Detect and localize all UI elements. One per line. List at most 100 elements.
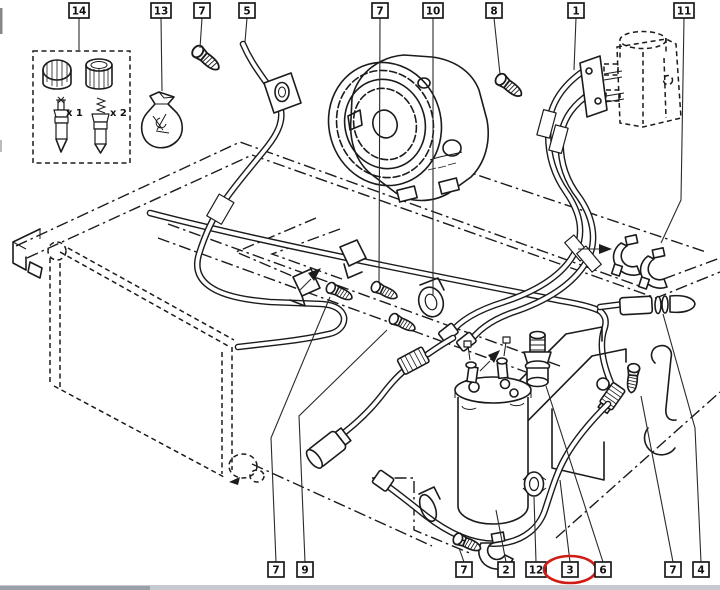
hose-sleeve bbox=[576, 245, 602, 273]
pressure-valve bbox=[523, 330, 552, 388]
callout-8[interactable]: 8 bbox=[485, 2, 503, 75]
callout-box[interactable] bbox=[193, 2, 211, 19]
condenser-bracket bbox=[12, 228, 43, 279]
quantity-label: x 1 bbox=[66, 108, 83, 119]
callout-number: 10 bbox=[426, 6, 441, 18]
callout-box[interactable] bbox=[485, 2, 503, 19]
callout-box[interactable] bbox=[296, 561, 314, 578]
callout-box[interactable] bbox=[371, 2, 389, 19]
callout-box[interactable] bbox=[692, 561, 710, 578]
callout-7[interactable]: 7 bbox=[455, 547, 473, 578]
callout-leader-line bbox=[493, 17, 501, 75]
callout-14[interactable]: 14 bbox=[68, 2, 90, 50]
callout-number: 13 bbox=[154, 6, 169, 18]
pipe-clamp-pair bbox=[578, 234, 668, 290]
pipe-mount-hardware bbox=[289, 239, 445, 336]
liquid-pipe bbox=[146, 209, 696, 415]
service-kit-box: x 1 x 2 bbox=[32, 50, 131, 164]
callout-leader-line bbox=[662, 313, 702, 563]
compressor-pulley bbox=[327, 61, 443, 187]
direction-arrow bbox=[308, 268, 321, 281]
valve-core-icon-x1 bbox=[53, 96, 70, 153]
callout-leader-line bbox=[160, 17, 163, 92]
valve-cap-round-icon bbox=[85, 58, 113, 90]
callout-12[interactable]: 12 bbox=[525, 496, 547, 578]
callout-3[interactable]: 3 bbox=[542, 479, 598, 585]
pipe-end-fitting bbox=[618, 294, 696, 316]
callout-box[interactable] bbox=[150, 2, 172, 19]
callout-2[interactable]: 2 bbox=[495, 509, 515, 578]
callout-5[interactable]: 5 bbox=[238, 2, 256, 43]
callout-7[interactable]: 7 bbox=[267, 296, 331, 578]
valve-core-icon-x2 bbox=[91, 97, 110, 154]
callout-6[interactable]: 6 bbox=[545, 385, 612, 578]
callout-box[interactable] bbox=[561, 561, 579, 578]
callout-13[interactable]: 13 bbox=[150, 2, 172, 92]
callout-leader-line bbox=[640, 395, 674, 563]
callout-number: 7 bbox=[669, 565, 676, 577]
callout-number: 1 bbox=[572, 6, 579, 18]
callout-leader-line bbox=[495, 509, 507, 563]
hose-sleeve bbox=[548, 124, 569, 154]
callout-box[interactable] bbox=[68, 2, 90, 19]
callout-box[interactable] bbox=[238, 2, 256, 19]
condenser-hose bbox=[194, 40, 348, 351]
callout-box[interactable] bbox=[673, 2, 695, 19]
strap-bracket bbox=[624, 344, 677, 456]
callout-leader-line bbox=[270, 296, 331, 563]
expansion-valve-outline bbox=[603, 30, 682, 128]
condenser-outline bbox=[12, 228, 265, 485]
callout-4[interactable]: 4 bbox=[662, 313, 710, 578]
quantity-label: x 2 bbox=[110, 108, 127, 119]
callout-box[interactable] bbox=[525, 561, 547, 578]
callout-box[interactable] bbox=[455, 561, 473, 578]
direction-arrow bbox=[599, 244, 612, 254]
callout-box[interactable] bbox=[267, 561, 285, 578]
hose-flange bbox=[579, 55, 625, 118]
callout-number: 7 bbox=[272, 565, 279, 577]
ring-clamp bbox=[418, 486, 441, 523]
ribbed-coupler bbox=[396, 346, 430, 375]
callout-leader-line bbox=[244, 17, 248, 43]
hose-sleeve bbox=[536, 109, 557, 139]
callout-11[interactable]: 11 bbox=[660, 2, 695, 244]
body-reference-lines bbox=[15, 141, 720, 555]
grommet-plate bbox=[263, 72, 302, 114]
callout-box[interactable] bbox=[594, 561, 612, 578]
callout-leader-line bbox=[660, 17, 685, 244]
callout-number: 5 bbox=[243, 6, 250, 18]
scan-artifacts bbox=[0, 8, 720, 590]
callout-box[interactable] bbox=[567, 2, 585, 19]
callout-number: 14 bbox=[72, 6, 87, 18]
callout-leader-line bbox=[298, 329, 388, 563]
compressor-hose-pair bbox=[438, 55, 625, 352]
callout-leader-line bbox=[378, 17, 381, 284]
cap-nut bbox=[522, 471, 547, 497]
callout-number: 4 bbox=[697, 565, 704, 577]
callout-9[interactable]: 9 bbox=[296, 329, 388, 578]
callout-7[interactable]: 7 bbox=[193, 2, 211, 49]
receiver-drier-assembly bbox=[454, 326, 627, 525]
callout-number: 6 bbox=[599, 565, 606, 577]
callout-number: 7 bbox=[460, 565, 467, 577]
callout-number: 2 bbox=[502, 565, 509, 577]
callout-box[interactable] bbox=[422, 2, 444, 19]
hose-sleeve bbox=[206, 193, 235, 225]
flow-arrow-small bbox=[229, 477, 240, 485]
callout-7[interactable]: 7 bbox=[640, 395, 682, 578]
callout-10[interactable]: 10 bbox=[422, 2, 444, 296]
callout-box[interactable] bbox=[664, 561, 682, 578]
callout-7[interactable]: 7 bbox=[371, 2, 389, 284]
callout-number: 3 bbox=[566, 565, 573, 577]
callout-leader-line bbox=[199, 17, 203, 49]
compressor bbox=[327, 54, 489, 203]
callout-number: 11 bbox=[677, 6, 692, 18]
parts-bag-icon bbox=[140, 91, 184, 149]
callout-leader-line bbox=[573, 17, 577, 71]
callout-1[interactable]: 1 bbox=[567, 2, 585, 71]
callout-box[interactable] bbox=[497, 561, 515, 578]
callout-number: 7 bbox=[198, 6, 205, 18]
